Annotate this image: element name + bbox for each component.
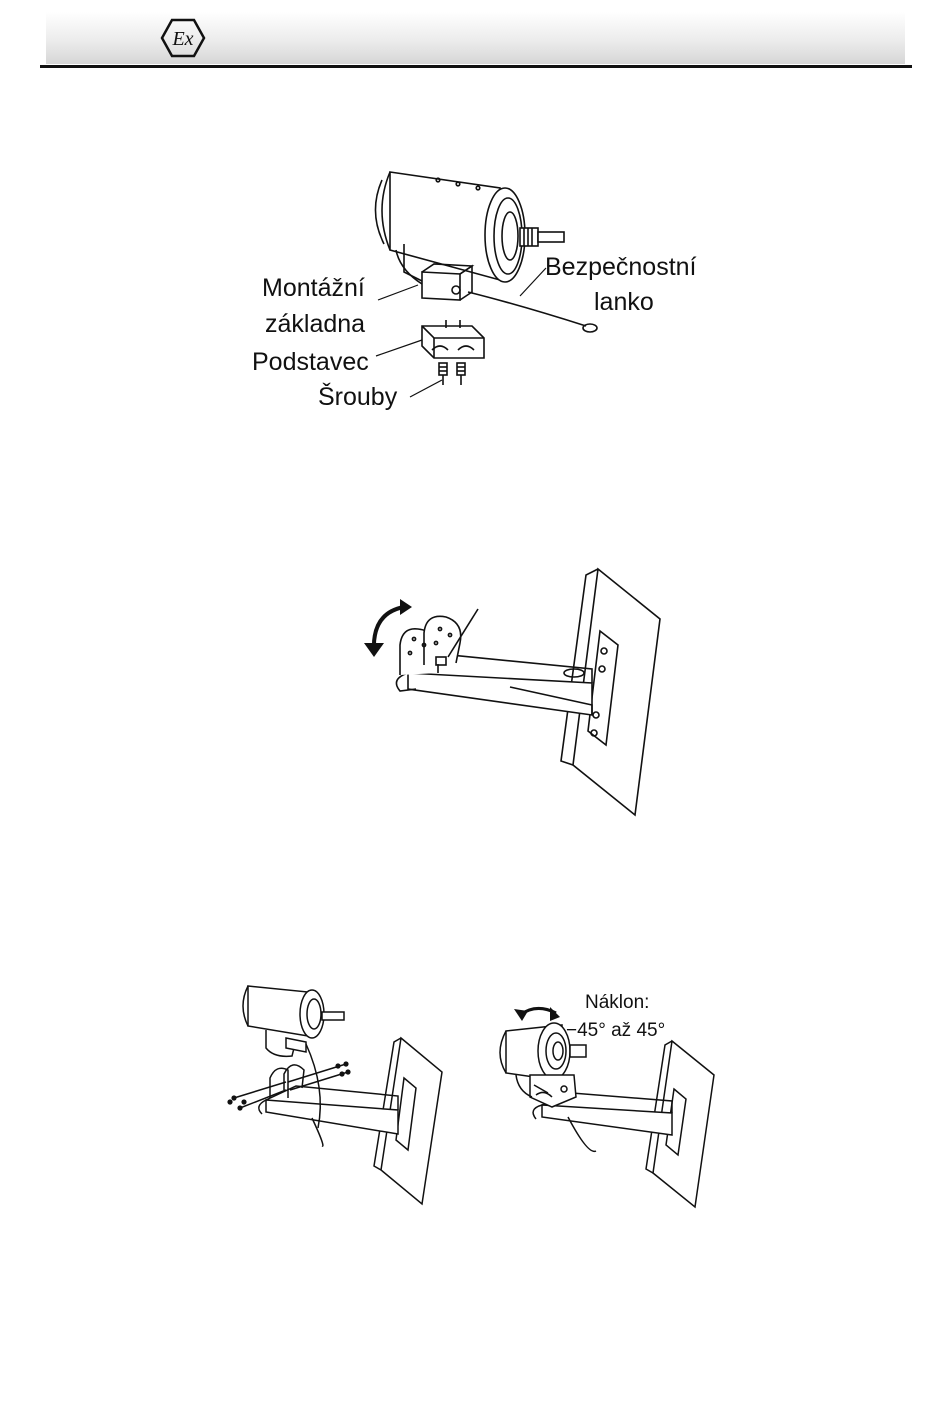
ex-logo-text: Ex [171,28,193,50]
label-screws: Šrouby [318,379,397,415]
ex-atex-hexagon-icon: Ex [160,18,206,58]
label-pedestal: Podstavec [252,344,369,380]
label-mounting-base-line1: Montážní [262,270,365,306]
label-safety-rope-line1: Bezpečnostní [545,249,697,285]
label-tilt-line1: Náklon: [585,990,649,1016]
label-mounting-base-line2: základna [265,306,365,342]
figure-wall-bracket [360,565,670,820]
figure-camera-assembly [360,160,620,410]
label-safety-rope-line2: lanko [594,284,654,320]
header-rule [40,65,912,68]
figure-camera-attach [226,978,446,1208]
label-tilt-line2: −45° až 45° [566,1018,665,1044]
